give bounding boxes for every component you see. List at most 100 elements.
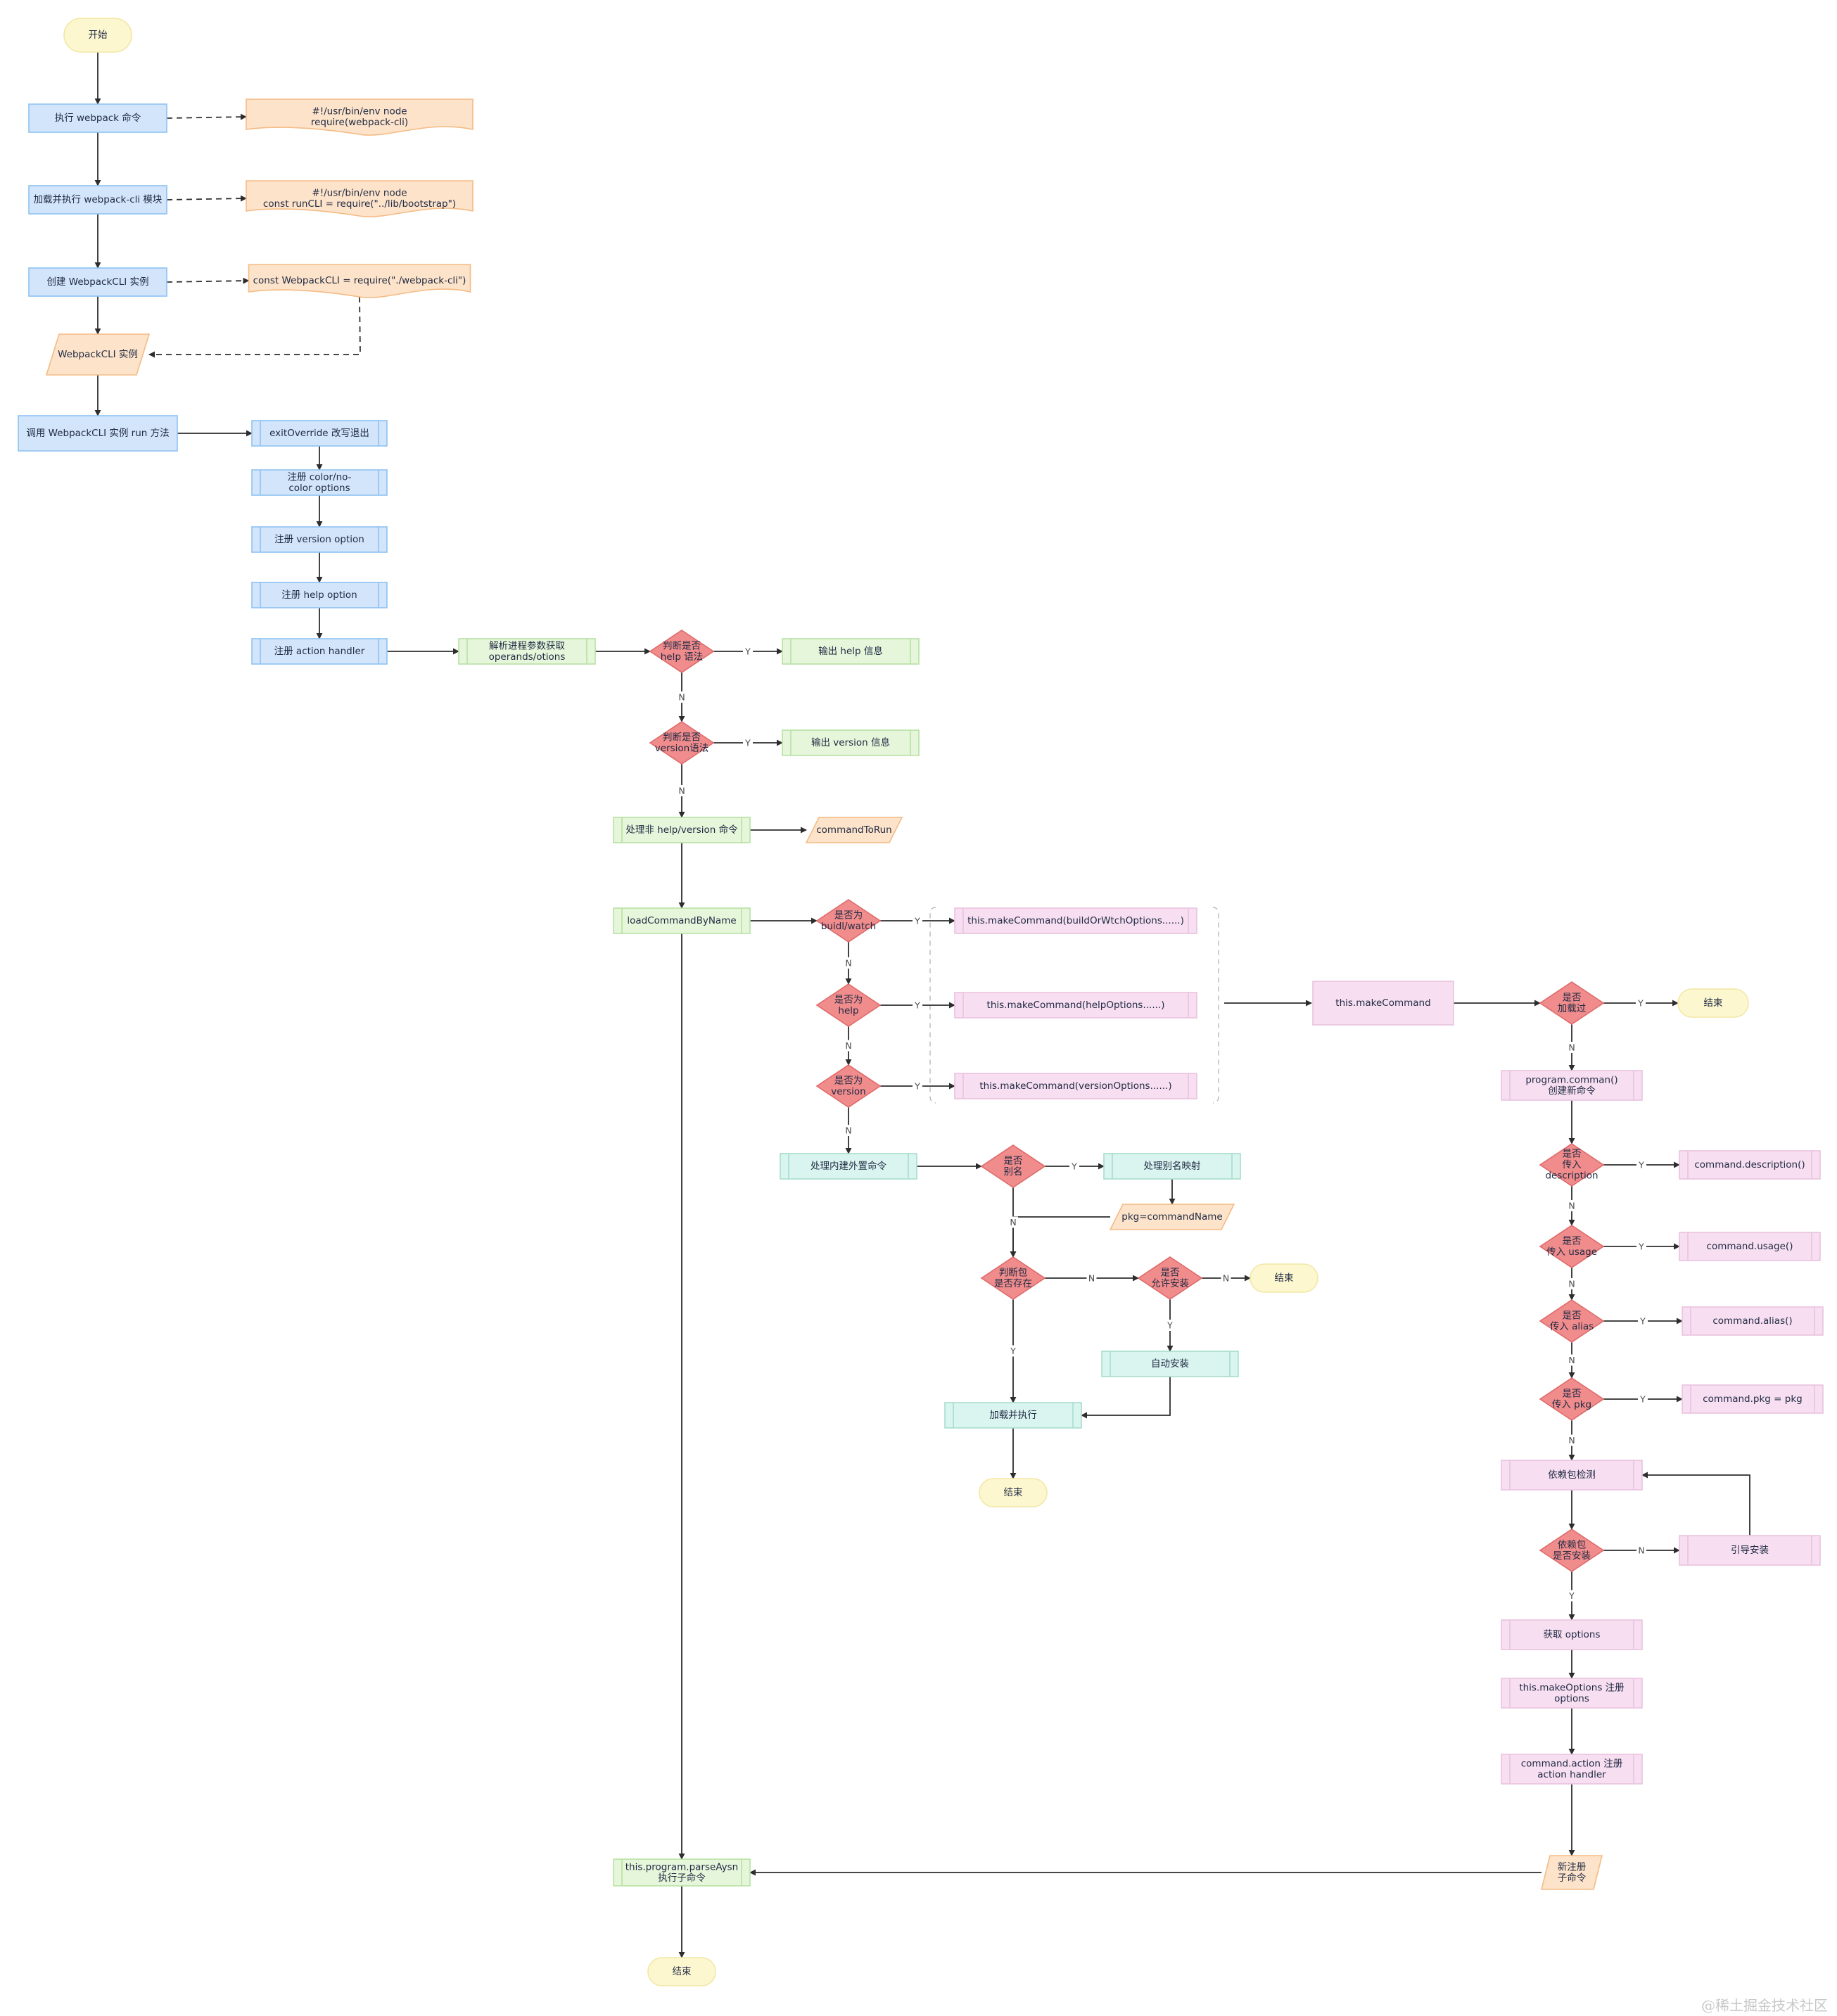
edge-label-no: N [1568, 1435, 1575, 1446]
node-call-run: 调用 WebpackCLI 实例 run 方法 [18, 415, 178, 452]
node-label: 是否 [1563, 1310, 1582, 1321]
node-label: this.makeCommand(helpOptions......) [987, 1000, 1165, 1011]
node-label: 依赖包检测 [1548, 1469, 1596, 1481]
watermark-text: @稀土掘金技术社区 [1701, 1997, 1828, 2014]
node-label: 是否 [1563, 1388, 1582, 1399]
node-label: 是否为 [834, 1075, 863, 1086]
node-label: 注册 version option [274, 534, 364, 545]
node-label: 输出 version 信息 [811, 736, 890, 748]
edge-label-yes: Y [914, 1000, 920, 1011]
node-label: const WebpackCLI = require("./webpack-cl… [253, 275, 466, 286]
edge-note-require-cli-to-cli-instance [148, 296, 361, 358]
node-label: 是否存在 [994, 1278, 1032, 1289]
node-label: 自动安装 [1151, 1358, 1189, 1370]
edge-label-yes: Y [1071, 1161, 1077, 1172]
node-label: options [1554, 1693, 1589, 1704]
node-label: 创建新命令 [1548, 1085, 1596, 1097]
node-program-command: program.comman()创建新命令 [1501, 1070, 1643, 1101]
edge-label-no: N [1223, 1273, 1229, 1284]
node-label: color options [288, 483, 350, 494]
edge-label-yes: Y [914, 1081, 920, 1092]
node-label: this.program.parseAysn [625, 1861, 738, 1873]
node-label: 传入 [1563, 1159, 1582, 1170]
node-label: 判断是否 [663, 640, 701, 651]
node-label: 是否 [1563, 1235, 1582, 1246]
node-label: 是否 [1004, 1155, 1023, 1166]
node-note-require-cli: const WebpackCLI = require("./webpack-cl… [248, 264, 471, 298]
edge-guide-install-to-dep-check [1641, 1472, 1750, 1536]
node-label: help [838, 1005, 858, 1016]
node-end-install: 结束 [1250, 1263, 1318, 1293]
node-label: commandToRun [816, 824, 891, 836]
node-label: 传入 usage [1546, 1246, 1597, 1258]
node-load-exec: 加载并执行 [944, 1402, 1082, 1429]
node-label: help 语法 [661, 651, 703, 663]
node-label: this.makeOptions 注册 [1519, 1682, 1624, 1693]
edge-label-no: N [678, 692, 685, 703]
node-label: 引导安装 [1731, 1545, 1769, 1556]
node-label: command.description() [1694, 1159, 1805, 1170]
node-alias-map: 处理别名映射 [1103, 1153, 1241, 1180]
node-label: 是否 [1161, 1267, 1180, 1278]
node-label: require(webpack-cli) [311, 117, 408, 128]
node-label: 开始 [89, 30, 108, 41]
node-label: 是否安装 [1553, 1550, 1591, 1562]
node-exit-override: exitOverride 改写退出 [251, 420, 388, 447]
node-end-loaded: 结束 [1677, 988, 1749, 1018]
node-label: command.action 注册 [1521, 1758, 1623, 1769]
node-cmd-alias: command.alias() [1682, 1306, 1824, 1336]
node-label: command.alias() [1712, 1315, 1792, 1327]
edge-label-no: N [845, 958, 851, 969]
node-label: 子命令 [1558, 1872, 1587, 1884]
node-label: 依赖包 [1558, 1539, 1587, 1550]
node-make-build: this.makeCommand(buildOrWtchOptions.....… [954, 907, 1197, 934]
node-pkg-name: pkg=commandName [1109, 1204, 1235, 1230]
node-label: 结束 [1275, 1272, 1295, 1284]
edge-label-yes: Y [744, 646, 751, 657]
node-label: 创建 WebpackCLI 实例 [46, 276, 148, 288]
node-label: pkg=commandName [1121, 1211, 1222, 1223]
edge-create-instance-to-note-require-cli [166, 277, 250, 284]
node-label: 传入 pkg [1552, 1399, 1591, 1410]
edge-label-no: N [1568, 1279, 1575, 1289]
node-auto-install: 自动安装 [1101, 1351, 1239, 1377]
node-label: 加载并执行 webpack-cli 模块 [34, 194, 163, 205]
node-make-command: this.makeCommand [1312, 981, 1454, 1026]
edge-label-no: N [678, 786, 685, 796]
edge-run-webpack-to-note-bin-env [166, 113, 247, 120]
edge-label-no: N [1568, 1042, 1575, 1053]
node-cmd-usage: command.usage() [1679, 1232, 1821, 1261]
node-label: 处理非 help/version 命令 [625, 824, 738, 836]
node-label: 传入 alias [1550, 1321, 1594, 1332]
node-label: 新注册 [1558, 1861, 1587, 1873]
edge-label-yes: Y [744, 738, 751, 748]
node-label: #!/usr/bin/env node [312, 106, 407, 117]
node-reg-help: 注册 help option [251, 582, 388, 608]
node-label: exitOverride 改写退出 [269, 428, 369, 439]
node-label: 判断是否 [663, 732, 701, 743]
node-label: 结束 [1704, 997, 1724, 1009]
node-out-help: 输出 help 信息 [782, 638, 920, 665]
node-end-main: 结束 [647, 1957, 716, 1986]
node-label: action handler [1537, 1769, 1606, 1780]
edge-label-no: N [1088, 1273, 1095, 1284]
node-label: 获取 options [1543, 1629, 1600, 1640]
node-label: version [831, 1086, 865, 1097]
node-label: 处理别名映射 [1144, 1161, 1201, 1172]
edge-label-yes: Y [1637, 998, 1644, 1009]
node-label: WebpackCLI 实例 [58, 349, 138, 360]
node-handle-builtin: 处理内建外置命令 [780, 1153, 917, 1180]
